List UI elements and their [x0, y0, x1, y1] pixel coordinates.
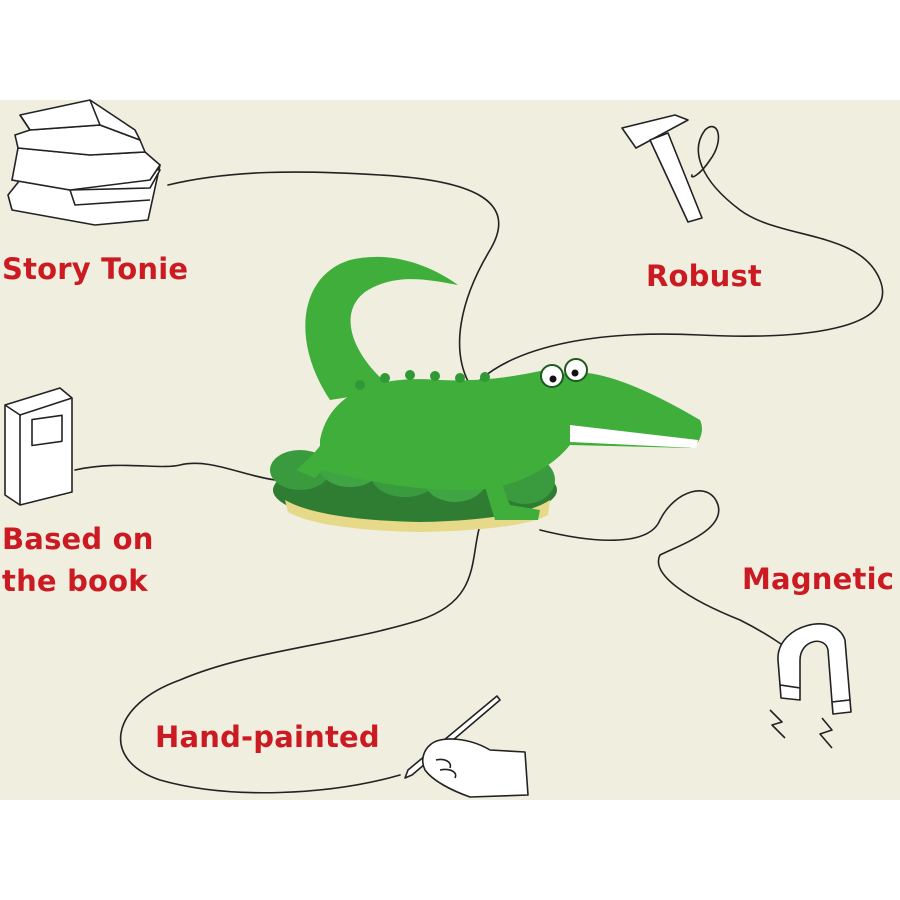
based-on-book-label-line1: Based on	[2, 522, 154, 556]
crocodile-figure	[270, 256, 702, 532]
books-icon	[7, 99, 161, 226]
magnetic-label: Magnetic	[742, 562, 895, 596]
based-on-book-label-line2: the book	[2, 564, 148, 598]
connector-hand	[119, 524, 481, 794]
robust-label: Robust	[646, 259, 762, 293]
book-icon	[4, 387, 73, 506]
magnet-icon	[769, 623, 852, 749]
hand-painted-label: Hand-painted	[155, 720, 380, 754]
connector-lines	[74, 125, 884, 794]
painting-hand-icon	[404, 695, 529, 798]
connector-magnet	[539, 490, 796, 656]
connector-book	[74, 462, 276, 481]
connector-books	[167, 171, 500, 386]
hammer-icon	[621, 114, 703, 223]
story-tonie-label: Story Tonie	[2, 252, 189, 286]
connector-hammer	[479, 125, 884, 381]
